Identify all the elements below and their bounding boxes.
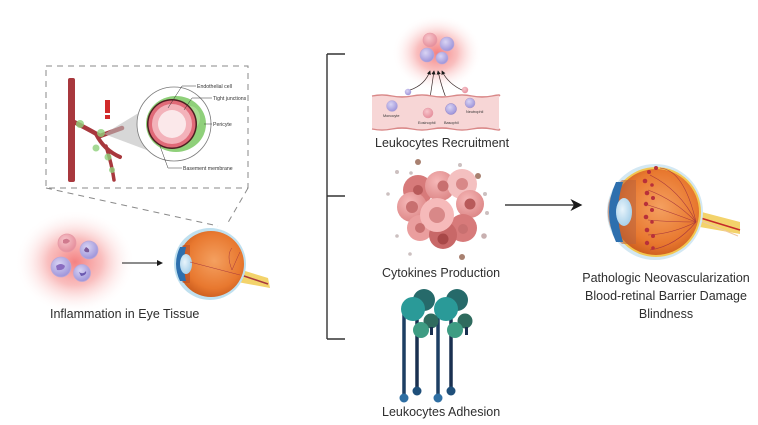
label-pericyte: Pericyte xyxy=(213,122,232,128)
mechanism-label-recruitment: Leukocytes Recruitment xyxy=(375,136,510,150)
adhesion-molecules-illustration xyxy=(399,289,473,403)
recruitment-glow xyxy=(392,15,482,91)
label-endothelial-cell: Endothelial cell xyxy=(197,84,232,90)
mechanism-label-cytokines: Cytokines Production xyxy=(382,266,501,280)
mechanism-bracket xyxy=(326,53,345,340)
outcome-neovascularization: Pathologic Neovascularization xyxy=(582,271,750,285)
outcome-blindness: Blindness xyxy=(638,307,694,321)
mechanism-label-adhesion: Leukocytes Adhesion xyxy=(382,405,501,419)
outcome-barrier-damage: Blood-retinal Barrier Damage xyxy=(585,289,747,303)
label-eosinophil: Eosinophil xyxy=(418,121,436,125)
label-monocyte: Monocyte xyxy=(383,114,399,118)
blood-vessel-icon xyxy=(68,78,125,182)
zoom-line-right xyxy=(225,187,249,227)
inflammation-glow xyxy=(15,210,135,314)
cytokine-cluster-illustration xyxy=(386,159,489,260)
inset-dashed-frame xyxy=(45,65,249,189)
inflammation-cluster xyxy=(15,210,135,314)
alert-icon xyxy=(105,100,110,119)
inflammation-caption: Inflammation in Eye Tissue xyxy=(50,307,200,321)
zoom-line-left xyxy=(45,187,219,227)
capillary-cross-section-icon xyxy=(136,86,212,162)
label-tight-junctions: Tight junctions xyxy=(213,96,247,102)
vascular-inset: Endothelial cell Tight junctions Pericyt… xyxy=(45,65,249,227)
label-neutrophil: Neutrophil xyxy=(466,110,483,114)
leukocyte-cell-icon xyxy=(73,264,91,282)
label-basophil: Basophil xyxy=(444,121,459,125)
diseased-eye-icon xyxy=(607,164,741,260)
label-basement-membrane: Basement membrane xyxy=(183,166,233,172)
eye-anatomy-icon xyxy=(174,228,270,300)
leukocyte-recruitment-illustration: Monocyte Eosinophil Basophil Neutrophil xyxy=(371,15,501,131)
inset-leader-lines xyxy=(159,85,212,169)
